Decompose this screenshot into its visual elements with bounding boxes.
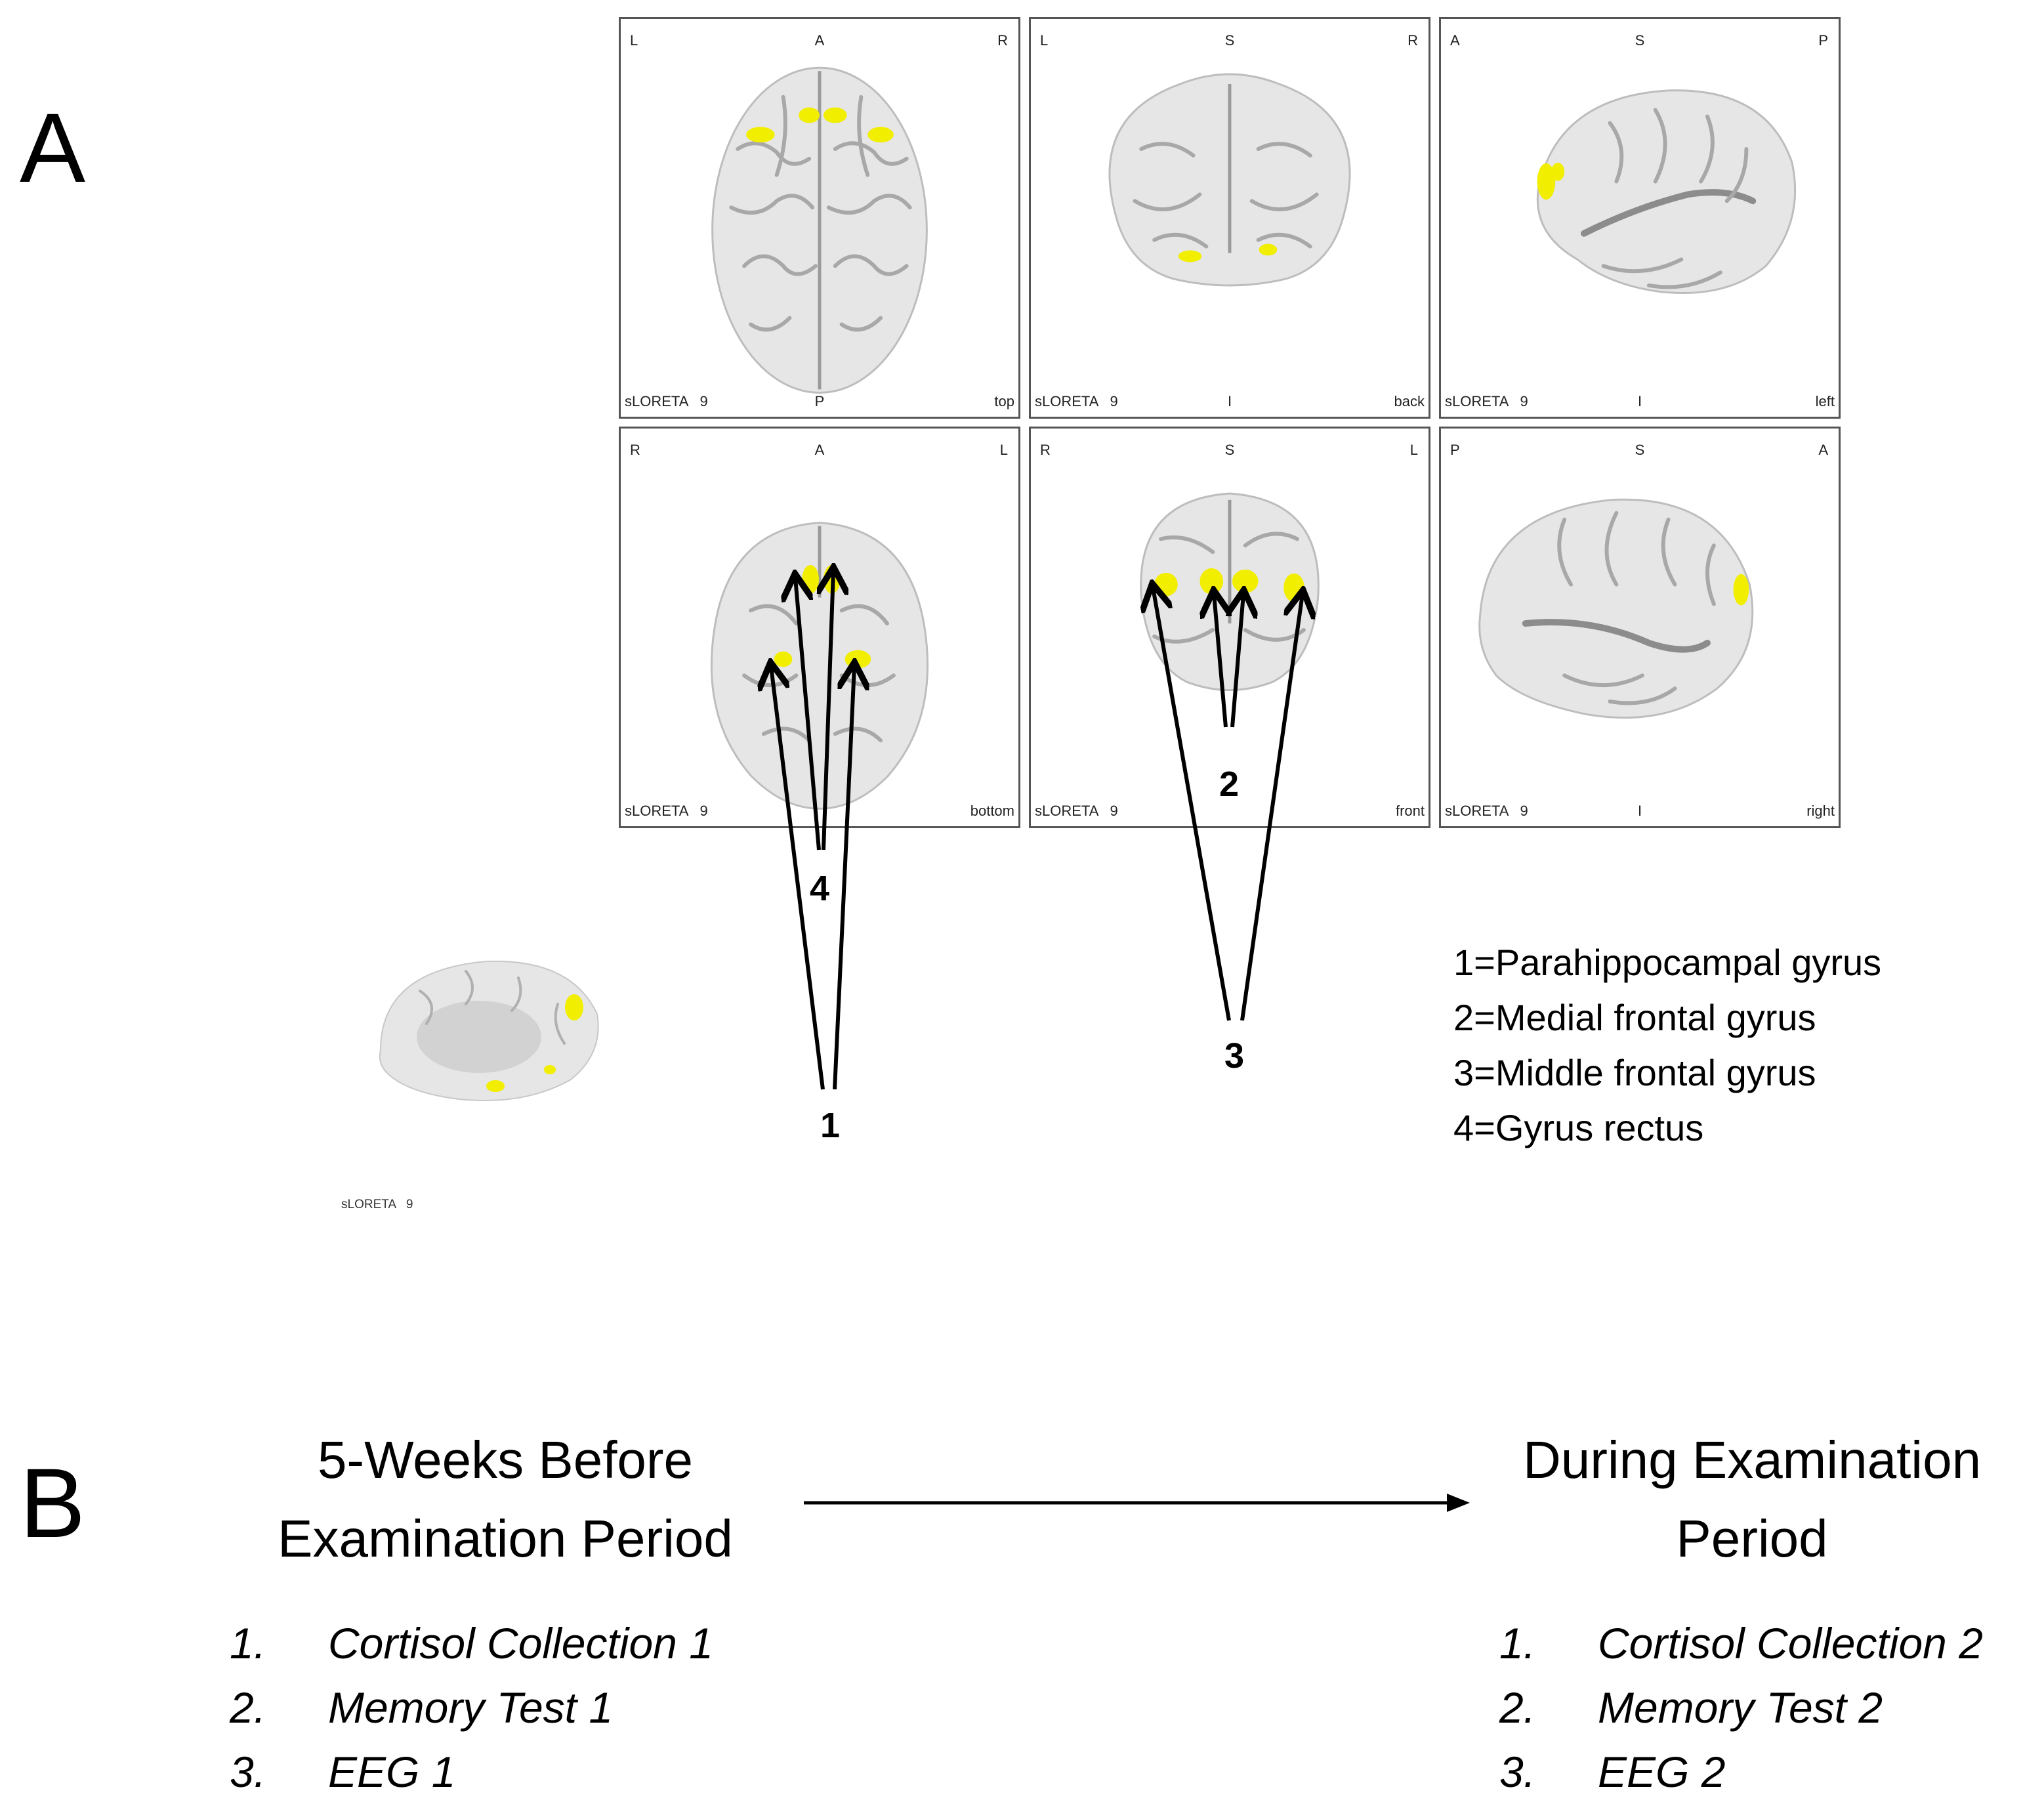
orientation-label: L: [630, 32, 638, 49]
phase-1-steps: 1.Cortisol Collection 1 2.Memory Test 1 …: [230, 1611, 713, 1804]
orientation-label: P: [1818, 32, 1828, 49]
orientation-label: A: [814, 442, 825, 458]
orientation-label: S: [1635, 32, 1645, 49]
callout-3: 3: [1224, 1036, 1245, 1076]
brain-view-back: L S R sLORETA 9 I back: [1029, 17, 1430, 419]
orientation-label: R: [997, 32, 1008, 49]
brain-right-image: [1478, 498, 1754, 719]
view-name-label: top: [994, 393, 1014, 409]
brain-view-bottom: R A L sLORETA 9 bottom: [619, 427, 1020, 828]
view-name-label: back: [1394, 393, 1425, 409]
panel-label-b: B: [20, 1448, 86, 1558]
legend-item: 3=Middle frontal gyrus: [1453, 1052, 1816, 1093]
view-name-label: bottom: [970, 803, 1014, 819]
phase-2-title-line: During Examination: [1522, 1431, 1982, 1489]
phase-2-steps: 1.Cortisol Collection 2 2.Memory Test 2 …: [1499, 1611, 1983, 1804]
legend-item: 4=Gyrus rectus: [1453, 1107, 1704, 1148]
orientation-label: A: [1818, 442, 1828, 458]
panel-label-a: A: [20, 93, 86, 203]
brain-left-image: [1536, 89, 1797, 294]
orientation-label: L: [999, 442, 1008, 458]
timeline-arrow: [804, 1494, 1470, 1512]
brain-back-image: [1108, 73, 1351, 287]
orientation-label: P: [814, 393, 825, 409]
brain-view-right: P S A sLORETA 9 I right: [1439, 427, 1841, 828]
brain-top-image: [711, 66, 928, 394]
method-label: sLORETA 9: [625, 393, 708, 409]
legend-item: 1=Parahippocampal gyrus: [1453, 942, 1882, 983]
callout-2: 2: [1219, 765, 1240, 804]
phase-1-title: 5-Weeks Before Examination Period: [210, 1421, 801, 1578]
orientation-label: S: [1224, 442, 1235, 458]
orientation-label: P: [1450, 442, 1460, 458]
phase-2-title-line: Period: [1676, 1509, 1828, 1568]
orientation-label: R: [1408, 32, 1418, 49]
legend-item: 2=Medial frontal gyrus: [1453, 997, 1816, 1038]
brain-bottom-image: [710, 522, 929, 810]
orientation-label: S: [1635, 442, 1645, 458]
orientation-label: R: [1040, 442, 1051, 458]
phase-1-title-line: 5-Weeks Before: [317, 1431, 694, 1489]
step-item: 2.Memory Test 2: [1499, 1683, 1883, 1732]
step-item: 2.Memory Test 1: [230, 1683, 614, 1732]
orientation-label: L: [1409, 442, 1418, 458]
orientation-label: L: [1040, 32, 1049, 49]
step-item: 3.EEG 2: [1499, 1748, 1726, 1796]
phase-1-title-line: Examination Period: [278, 1509, 733, 1568]
method-label: sLORETA 9: [1445, 393, 1528, 409]
callout-4: 4: [810, 869, 830, 908]
view-name-label: left: [1815, 393, 1835, 409]
callout-1: 1: [820, 1106, 841, 1145]
orientation-label: I: [1637, 803, 1642, 819]
region-legend: 1=Parahippocampal gyrus 2=Medial frontal…: [1453, 935, 1881, 1156]
step-item: 3.EEG 1: [230, 1748, 456, 1796]
medial-method-label: sLORETA 9: [341, 1198, 413, 1211]
method-label: sLORETA 9: [1035, 393, 1118, 409]
method-label: sLORETA 9: [1445, 803, 1528, 819]
method-label: sLORETA 9: [625, 803, 708, 819]
orientation-label: A: [1450, 32, 1460, 49]
step-item: 1.Cortisol Collection 2: [1499, 1619, 1983, 1668]
step-item: 1.Cortisol Collection 1: [230, 1619, 713, 1668]
orientation-label: I: [1227, 393, 1232, 409]
view-name-label: right: [1806, 803, 1835, 819]
brain-view-left: A S P sLORETA 9 I left: [1439, 17, 1841, 419]
orientation-label: R: [630, 442, 640, 458]
orientation-label: I: [1637, 393, 1642, 409]
orientation-label: A: [814, 32, 825, 49]
view-name-label: front: [1395, 803, 1425, 819]
phase-2-title: During Examination Period: [1463, 1421, 2041, 1578]
brain-medial-image: [379, 960, 599, 1101]
brain-view-top: L A R sLORETA 9 P top: [619, 17, 1020, 419]
method-label: sLORETA 9: [1035, 803, 1118, 819]
orientation-label: S: [1224, 32, 1235, 49]
